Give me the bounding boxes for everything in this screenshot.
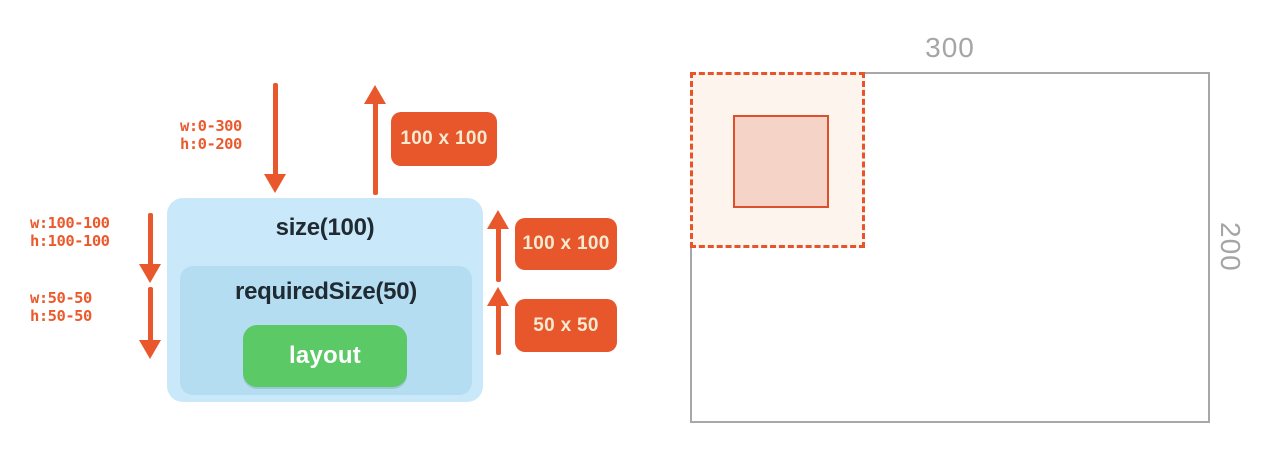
arrow-shaft [372, 102, 378, 195]
required-size-constraints-line1: w:50-50 [30, 289, 92, 307]
arrow-head [487, 210, 509, 229]
arrow-head [364, 85, 386, 104]
required-size-measured-badge: 50 x 50 [515, 299, 617, 352]
size-constraints-arrow-icon [139, 213, 161, 283]
size-modifier-label: size(100) [275, 214, 375, 241]
arrow-head [264, 174, 286, 193]
size-measured-badge: 100 x 100 [515, 218, 617, 270]
parent-width-label: 300 [925, 32, 975, 63]
arrow-head [487, 287, 509, 306]
required-size-placed-square [733, 115, 829, 208]
incoming-constraints-line2: h:0-200 [180, 135, 242, 153]
required-size-modifier-box: requiredSize(50) layout [180, 266, 472, 395]
arrow-shaft [495, 227, 501, 282]
size-modifier-box: size(100) requiredSize(50) layout [167, 198, 483, 402]
layout-node-label: layout [289, 342, 361, 369]
arrow-shaft [272, 83, 278, 176]
arrow-shaft [495, 304, 501, 355]
size-measured-arrow-icon [487, 210, 509, 282]
size-constraints-line1: w:100-100 [30, 214, 110, 232]
parent-height-label: 200 [1215, 222, 1246, 272]
size-result-badge: 100 x 100 [391, 112, 497, 166]
incoming-constraints-line1: w:0-300 [180, 117, 242, 135]
arrow-shaft [147, 287, 153, 342]
arrow-head [139, 340, 161, 359]
arrow-shaft [147, 213, 153, 266]
required-size-modifier-label: requiredSize(50) [235, 278, 417, 305]
constraints-in-arrow-icon [264, 83, 286, 193]
required-size-measured-arrow-icon [487, 287, 509, 355]
layout-node-box: layout [243, 325, 407, 387]
arrow-head [139, 264, 161, 283]
size-constraints-line2: h:100-100 [30, 232, 110, 250]
size-out-arrow-icon [364, 85, 386, 195]
required-size-constraints-line2: h:50-50 [30, 307, 92, 325]
required-size-constraints-arrow-icon [139, 287, 161, 359]
